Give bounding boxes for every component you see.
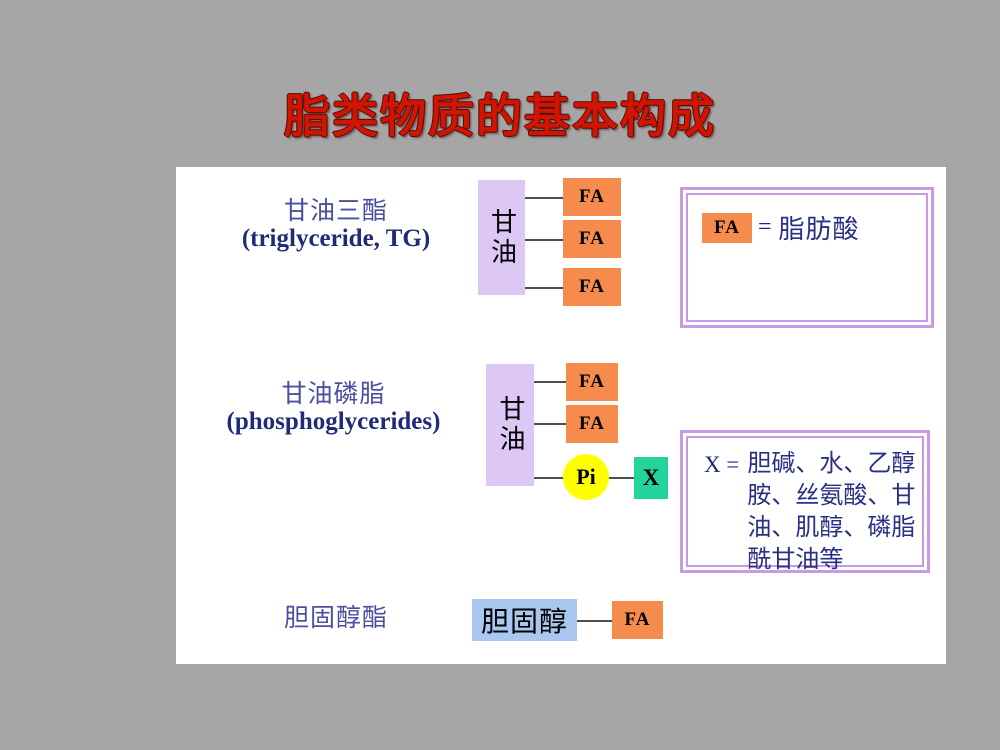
fa-box-tg-1: FA	[563, 178, 621, 216]
legend-x-box: X = 胆碱、水、乙醇 胺、丝氨酸、甘 油、肌醇、磷脂 酰甘油等	[680, 430, 930, 573]
legend-fa-equals: =	[758, 214, 772, 240]
glycerol-box-pg: 甘油	[486, 364, 534, 486]
legend-x-lines: 胆碱、水、乙醇 胺、丝氨酸、甘 油、肌醇、磷脂 酰甘油等	[747, 448, 915, 576]
fa-box-tg-3: FA	[563, 268, 621, 306]
fa-box-tg-2: FA	[563, 220, 621, 258]
connector-chol-fa	[576, 620, 613, 622]
pi-circle: Pi	[563, 454, 609, 500]
fa-box-pg-2: FA	[566, 405, 618, 443]
fa-box-pg-1: FA	[566, 363, 618, 401]
legend-x-key: X =	[704, 452, 740, 477]
page-title: 脂类物质的基本构成	[284, 89, 716, 143]
connector-pg-2	[534, 423, 567, 425]
x-box: X	[634, 457, 668, 499]
connector-tg-2	[524, 239, 564, 241]
legend-fa-definition: 脂肪酸	[778, 215, 860, 245]
legend-x-line-4: 酰甘油等	[747, 544, 844, 573]
row-label-triglyceride-cn: 甘油三酯	[283, 196, 388, 225]
connector-tg-3	[524, 287, 564, 289]
connector-pg-3	[534, 477, 564, 479]
legend-fa-chip: FA	[702, 212, 752, 243]
row-label-cholesterol-ester: 胆固醇酯	[186, 604, 486, 632]
row-label-triglyceride: 甘油三酯 (triglyceride, TG)	[186, 197, 486, 253]
row-label-cholesterol-ester-cn: 胆固醇酯	[283, 603, 388, 632]
row-label-phosphoglycerides: 甘油磷脂 (phosphoglycerides)	[176, 380, 491, 436]
row-label-triglyceride-en: (triglyceride, TG)	[241, 225, 431, 252]
diagram-panel: 甘油三酯 (triglyceride, TG) 甘油 FA FA FA FA =…	[176, 167, 946, 664]
cholesterol-box: 胆固醇	[472, 599, 577, 641]
glycerol-box-tg: 甘油	[478, 180, 525, 295]
legend-x-body: X = 胆碱、水、乙醇 胺、丝氨酸、甘 油、肌醇、磷脂 酰甘油等	[704, 448, 915, 576]
legend-fa-box: FA = 脂肪酸	[680, 187, 934, 328]
row-label-phosphoglycerides-cn: 甘油磷脂	[281, 379, 386, 408]
legend-x-line-3: 油、肌醇、磷脂	[747, 512, 916, 541]
legend-x-line-1: 胆碱、水、乙醇	[747, 449, 916, 477]
legend-x-line-2: 胺、丝氨酸、甘	[747, 480, 916, 509]
connector-pg-pi-x	[605, 477, 635, 479]
legend-fa-row: FA = 脂肪酸	[702, 209, 860, 246]
connector-tg-1	[524, 197, 564, 199]
connector-pg-1	[534, 381, 567, 383]
row-label-phosphoglycerides-en: (phosphoglycerides)	[226, 408, 441, 435]
fa-box-chol: FA	[612, 601, 663, 639]
